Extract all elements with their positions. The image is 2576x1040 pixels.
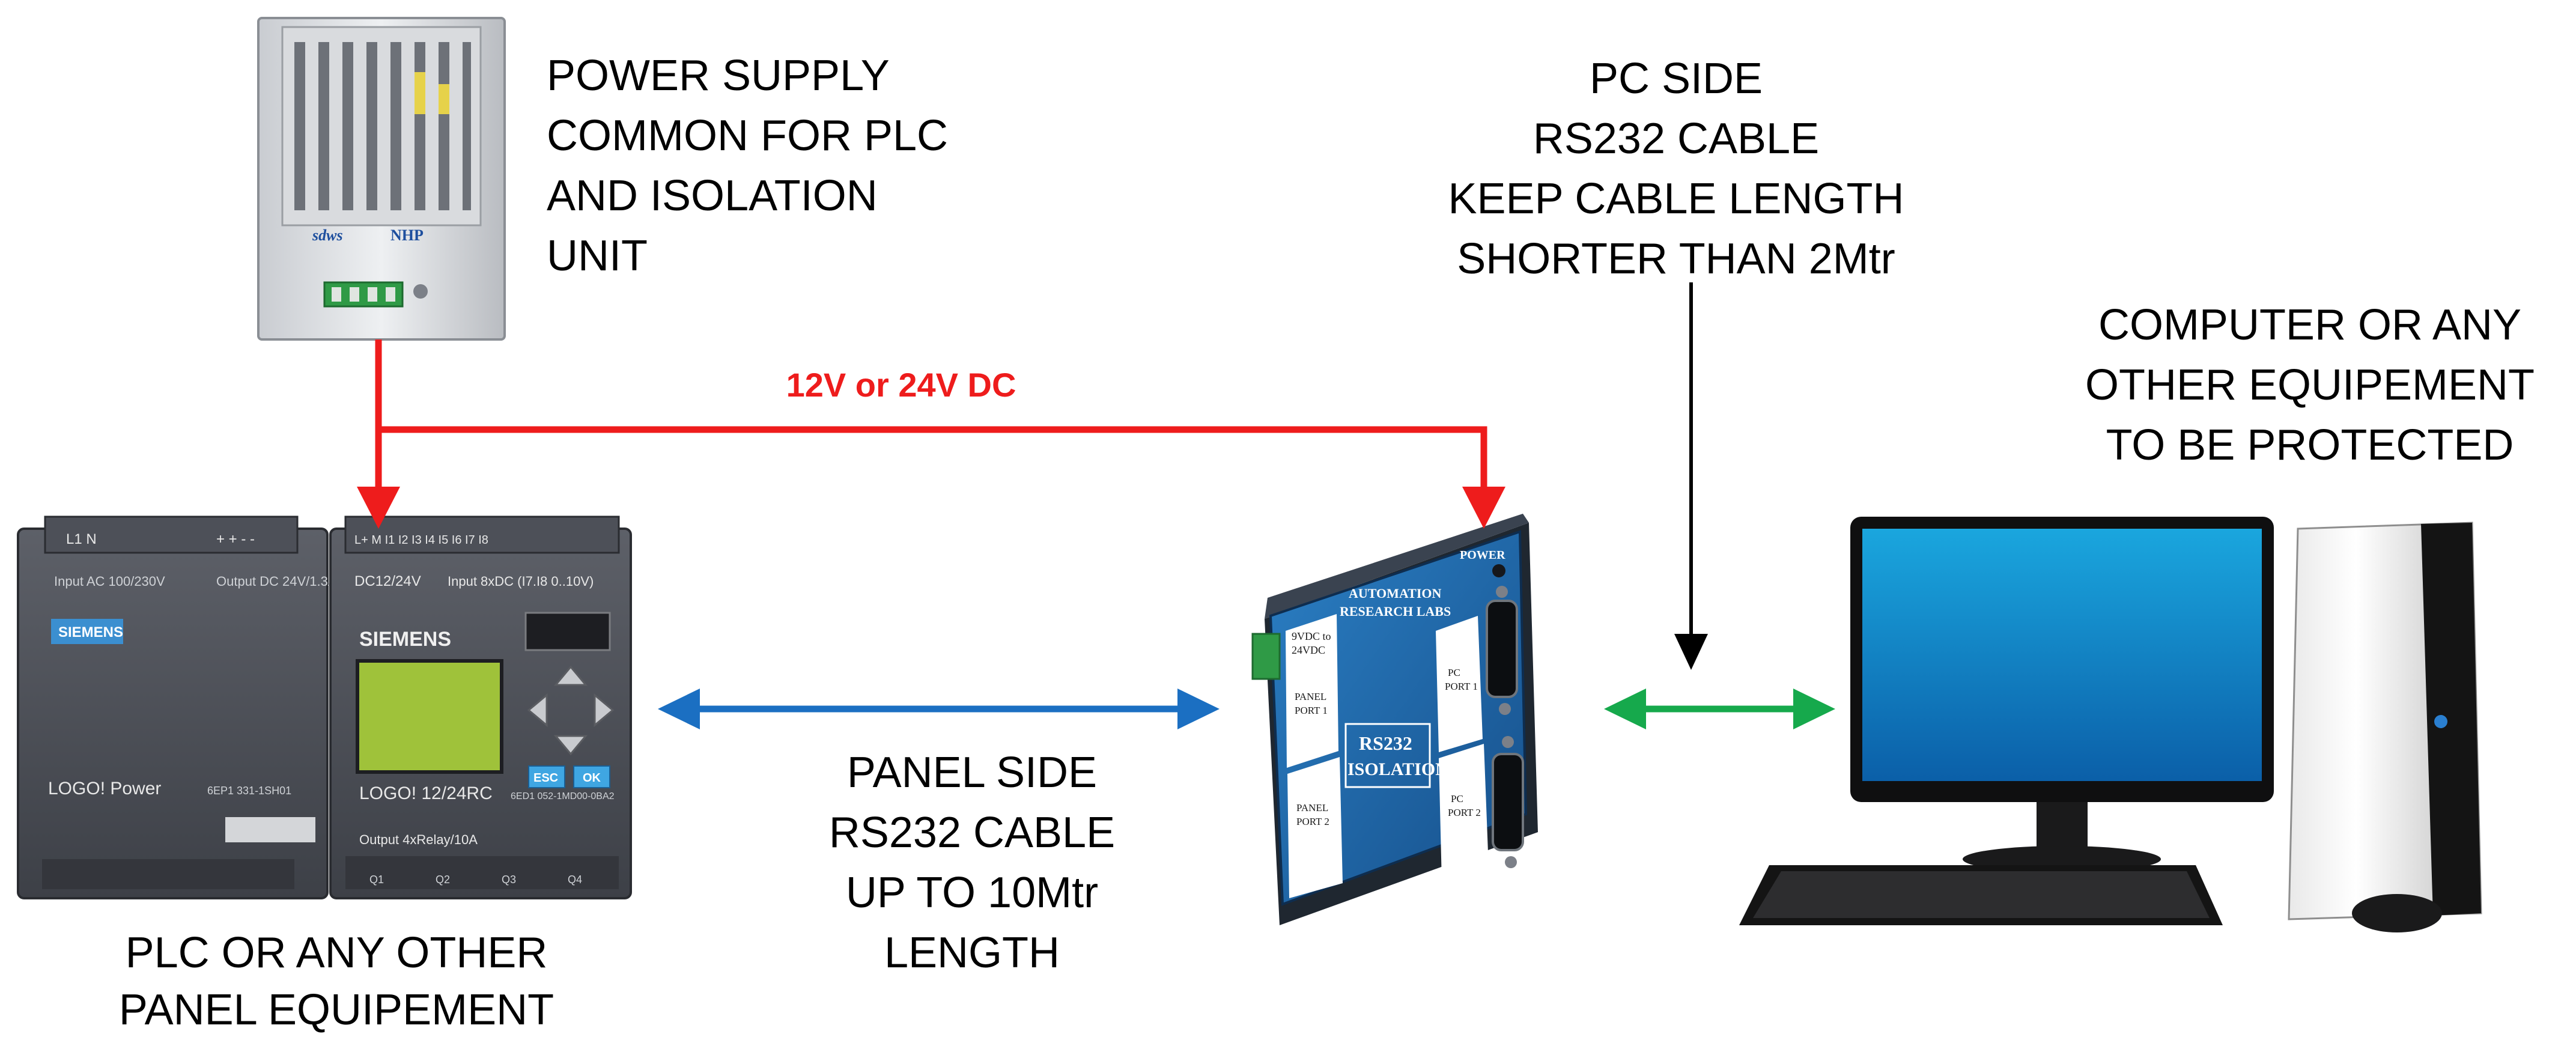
psu-brand-left: sdws [312,227,343,244]
pc-side-link [1604,689,1835,729]
plc-q1: Q1 [369,874,384,886]
iso-pc-port1-line1: PC [1448,667,1460,678]
power-supply-unit: sdws NHP [257,17,506,341]
computer-caption-line1: COMPUTER OR ANY [2098,301,2521,349]
pc-side-caption-line1: PC SIDE [1590,55,1763,103]
rs232-isolation-unit: POWER AUTOMATION RESEARCH LABS 9VDC to 2… [1251,514,1538,925]
panel-side-caption-line2: RS232 CABLE [829,809,1115,857]
iso-panel-port1-line2: PORT 1 [1295,705,1328,716]
plc-siemens-badge [51,619,123,644]
plc-terminals-top-left: L1 N [66,531,97,547]
plc-device: L1 N + + - - Input AC 100/230V Output DC… [17,515,632,899]
plc-caption-line1: PLC OR ANY OTHER [126,929,548,977]
plc-brand-psu: SIEMENS [58,624,123,640]
plc-q4: Q4 [568,874,582,886]
plc-caption-line2: PANEL EQUIPEMENT [119,986,554,1034]
iso-vdc-line2: 24VDC [1292,644,1325,656]
computer-caption: COMPUTER OR ANY OTHER EQUIPEMENT TO BE P… [2085,301,2535,469]
plc-q3: Q3 [502,874,516,886]
iso-pc-port2-line1: PC [1451,793,1463,804]
iso-maker-line2: RESEARCH LABS [1340,604,1451,619]
pc-side-pointer [1674,282,1708,670]
iso-db9-connectors [1486,600,1524,851]
panel-side-caption: PANEL SIDE RS232 CABLE UP TO 10Mtr LENGT… [829,749,1115,977]
plc-ok-key: OK [583,771,601,785]
computer-illustration [1739,517,2482,932]
computer-caption-line2: OTHER EQUIPEMENT [2085,361,2535,409]
iso-panel-port2-line2: PORT 2 [1296,816,1329,827]
psu-brand-right: NHP [390,227,424,244]
panel-link-arrowhead-left [658,689,700,729]
plc-esc-key: ESC [533,771,558,785]
panel-side-caption-line4: LENGTH [884,929,1060,977]
pc-side-caption-line3: KEEP CABLE LENGTH [1448,175,1904,223]
panel-link-arrowhead-right [1177,689,1220,729]
iso-vdc-line1: 9VDC to [1292,630,1331,642]
panel-side-caption-line3: UP TO 10Mtr [846,869,1098,917]
pc-side-caption: PC SIDE RS232 CABLE KEEP CABLE LENGTH SH… [1448,55,1904,283]
plc-logo-power: LOGO! Power [48,779,161,798]
pc-link-arrowhead-right [1793,689,1835,729]
panel-side-caption-line1: PANEL SIDE [847,749,1097,797]
power-supply-caption-line3: AND ISOLATION [547,172,878,220]
iso-title-line1: RS232 [1359,732,1412,754]
power-supply-caption-line1: POWER SUPPLY [547,52,890,100]
panel-side-link [658,689,1220,729]
power-arrowhead-plc [357,487,400,529]
plc-part-psu: 6EP1 331-1SH01 [207,785,291,797]
iso-pc-port1-line2: PORT 1 [1445,681,1478,692]
power-wiring [357,339,1505,529]
power-supply-caption-line2: COMMON FOR PLC [547,112,948,160]
plc-part-main: 6ED1 052-1MD00-0BA2 [511,791,615,801]
pc-side-caption-line4: SHORTER THAN 2Mtr [1457,235,1895,283]
pc-link-arrowhead-left [1604,689,1646,729]
plc-logo-main: LOGO! 12/24RC [359,783,493,803]
computer-caption-line3: TO BE PROTECTED [2106,421,2514,469]
plc-dpad [527,665,615,756]
power-supply-caption: POWER SUPPLY COMMON FOR PLC AND ISOLATIO… [547,52,948,280]
plc-brand-main: SIEMENS [359,628,451,651]
iso-pc-port2-line2: PORT 2 [1448,807,1481,818]
power-supply-caption-line4: UNIT [547,232,648,280]
iso-maker-line1: AUTOMATION [1349,586,1442,601]
plc-terminals-top-mid: + + - - [216,531,255,547]
pc-side-caption-line2: RS232 CABLE [1533,115,1819,163]
plc-dc-label: DC12/24V [354,573,421,589]
iso-panel-port1-line1: PANEL [1295,691,1326,702]
iso-title-line2: ISOLATION [1347,759,1448,779]
pc-mouse [2352,894,2442,932]
plc-lcd-display [356,659,503,774]
plc-input-ac: Input AC 100/230V [54,574,165,589]
plc-output-label: Output 4xRelay/10A [359,832,478,847]
iso-power-label: POWER [1460,549,1505,562]
iso-panel-port2-line1: PANEL [1296,802,1328,813]
plc-caption: PLC OR ANY OTHER PANEL EQUIPEMENT [119,929,554,1034]
plc-q2: Q2 [436,874,450,886]
plc-input-label: Input 8xDC (I7.I8 0..10V) [448,574,594,589]
power-arrowhead-isolator [1462,487,1505,529]
plc-output-dc: Output DC 24V/1.3A [216,574,337,589]
voltage-label: 12V or 24V DC [786,366,1016,404]
plc-terminals-top-right: L+ M I1 I2 I3 I4 I5 I6 I7 I8 [354,534,488,547]
